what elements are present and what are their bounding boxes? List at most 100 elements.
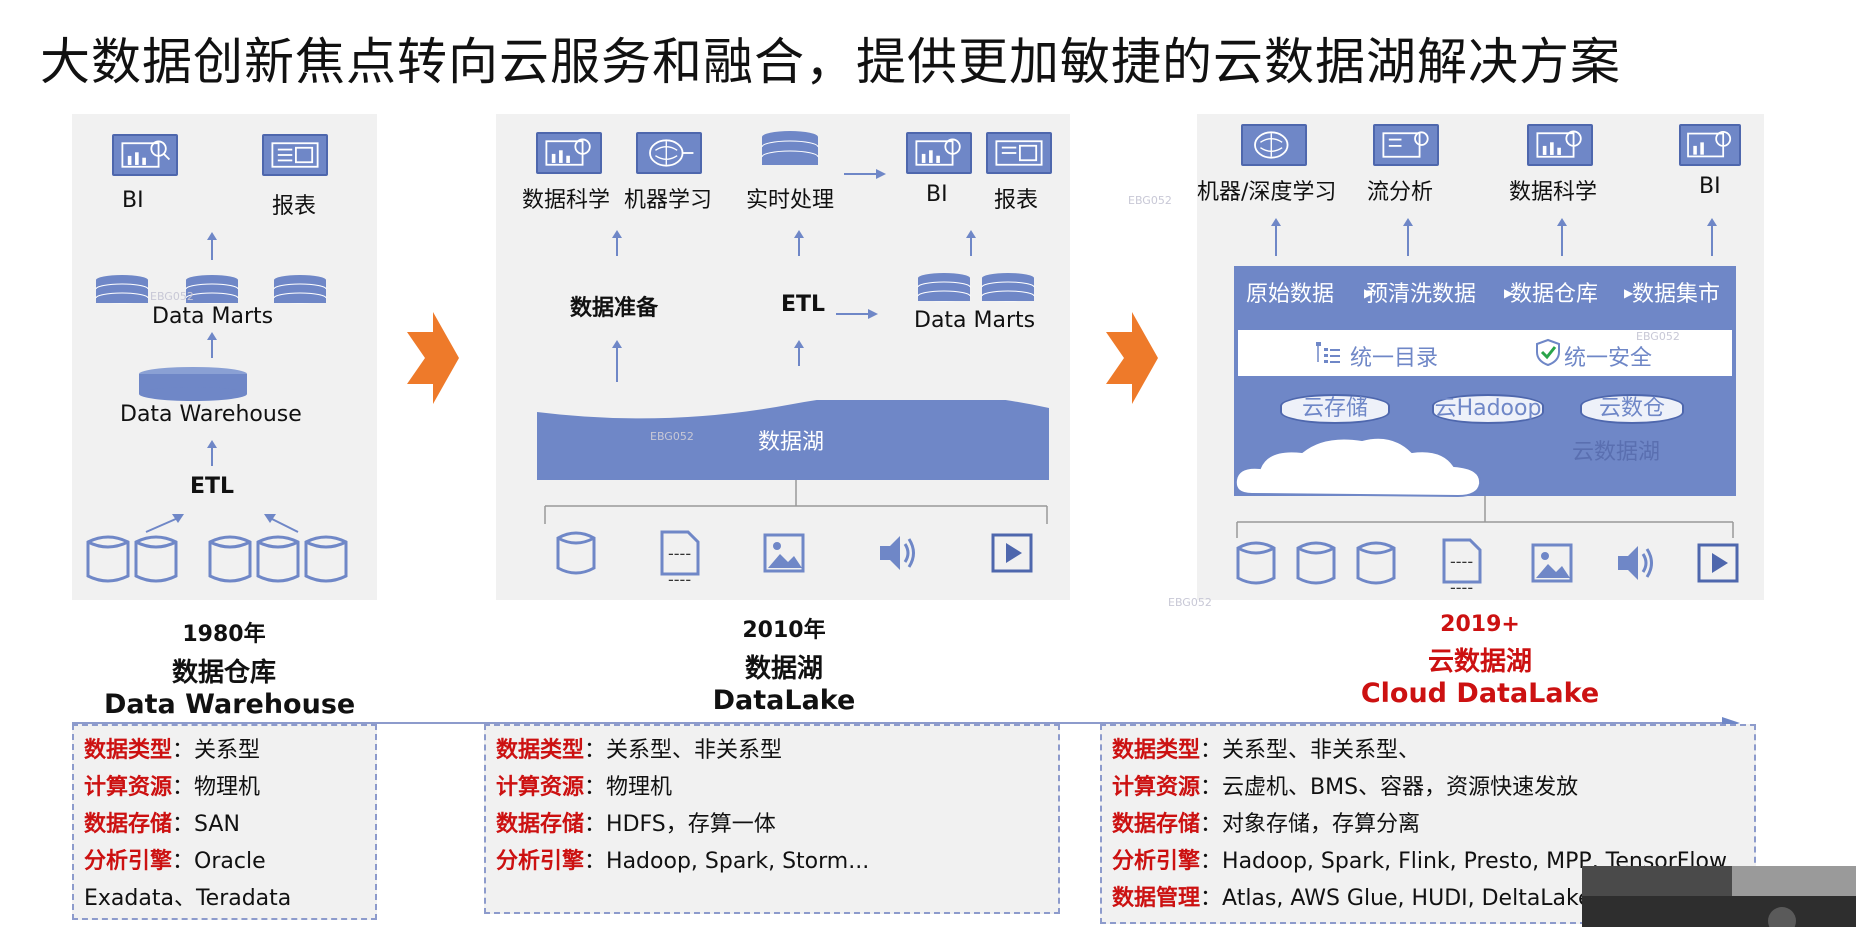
- report-label: 报表: [994, 188, 1039, 213]
- data-prep-label: 数据准备: [570, 296, 659, 321]
- cloud-data-lake-label: 云数据湖: [1572, 440, 1661, 465]
- arrow-up-icon: [207, 440, 217, 466]
- era-year: 2019+: [1440, 612, 1520, 637]
- image-icon: [762, 530, 806, 576]
- info-box-data-warehouse: 数据类型：关系型 计算资源：物理机 数据存储：SAN 分析引擎：Oracle E…: [72, 724, 377, 920]
- doc-dashes: ----: [668, 544, 692, 563]
- shield-check-icon: [1534, 338, 1562, 367]
- image-icon: [1530, 540, 1574, 586]
- cloud-dw-pill: 云数仓: [1580, 394, 1684, 424]
- info-row: 分析引擎：Oracle: [84, 849, 266, 874]
- data-marts-label: Data Marts: [914, 308, 1036, 333]
- era-english: DataLake: [712, 685, 856, 716]
- arrow-up-icon: [1271, 218, 1281, 256]
- info-row-extra: Exadata、Teradata: [84, 886, 292, 911]
- flow-raw-data: 原始数据: [1246, 282, 1335, 307]
- panel-data-warehouse: BI 报表 Data Marts Data Warehouse ETL: [72, 114, 377, 600]
- catalog-security-bar: 统一目录 统一安全: [1236, 328, 1734, 378]
- cloud-data-lake-box: 原始数据 ▶ 预清洗数据 ▶ 数据仓库 ▶ 数据集市 统一目录 统一安全 云存储…: [1234, 266, 1736, 498]
- cloud-storage-pill: 云存储: [1280, 394, 1390, 424]
- document-icon: [1440, 538, 1484, 584]
- data-science-icon: [1527, 124, 1593, 166]
- arrow-right-icon: [836, 304, 878, 319]
- data-lake-label: 数据湖: [758, 430, 825, 455]
- era-name: 数据仓库: [171, 658, 276, 688]
- data-lake-shape: [537, 400, 1049, 480]
- document-icon: [658, 530, 702, 576]
- info-row: 数据管理：Atlas, AWS Glue, HUDI, DeltaLake: [1112, 886, 1592, 911]
- watermark: EBG052: [1636, 330, 1680, 343]
- info-row: 数据存储：对象存储，存算分离: [1112, 812, 1421, 837]
- era-name: 数据湖: [744, 654, 823, 684]
- info-row: 计算资源：物理机: [84, 775, 261, 800]
- bi-label: BI: [122, 188, 144, 213]
- data-flow-row: 原始数据 ▶ 预清洗数据 ▶ 数据仓库 ▶ 数据集市: [1234, 276, 1736, 314]
- brain-icon: [636, 132, 702, 174]
- arrow-up-icon: [207, 232, 217, 260]
- etl-label: ETL: [190, 474, 235, 499]
- bi-label: BI: [1699, 174, 1721, 199]
- ml-dl-label: 机器/深度学习: [1197, 180, 1337, 205]
- watermark: EBG052: [150, 290, 194, 303]
- arrow-right-icon: [844, 164, 886, 179]
- info-row: 数据存储：SAN: [84, 812, 240, 837]
- machine-learning-label: 机器学习: [624, 188, 713, 213]
- data-science-label: 数据科学: [522, 188, 611, 213]
- flow-cleaned-data: 预清洗数据: [1366, 282, 1477, 307]
- arrow-up-icon: [1557, 218, 1567, 256]
- catalog-list-icon: [1314, 340, 1342, 366]
- cloud-branch-lines: [1235, 496, 1735, 542]
- source-db-row: [84, 534, 364, 584]
- flow-arrow-icon: ▶: [1364, 286, 1374, 300]
- arrow-up-icon: [1707, 218, 1717, 256]
- arrow-up-icon: [1403, 218, 1413, 256]
- datamart-db-icon: [272, 274, 328, 308]
- video-play-icon: [1696, 540, 1740, 586]
- datamart-db-icon: [980, 272, 1036, 306]
- watermark: EBG052: [1168, 596, 1212, 609]
- etl-label: ETL: [781, 292, 826, 317]
- orange-arrow-icon: [407, 312, 459, 404]
- data-warehouse-icon: [138, 366, 248, 402]
- doc-dashes: ----: [1450, 578, 1474, 597]
- era-1980: 1980年 数据仓库 Data Warehouse: [104, 616, 355, 720]
- arrow-up-icon: [794, 340, 804, 366]
- unified-catalog-label: 统一目录: [1350, 346, 1439, 371]
- orange-arrow-icon: [1106, 312, 1158, 404]
- audio-icon: [874, 530, 918, 576]
- datamart-db-icon: [94, 274, 150, 308]
- data-marts-label: Data Marts: [152, 304, 274, 329]
- doc-dashes: ----: [668, 570, 692, 589]
- presenter-video-thumbnail: [1582, 866, 1856, 927]
- stream-report-icon: [1373, 124, 1439, 166]
- info-row: 分析引擎：Hadoop, Spark, Storm...: [496, 849, 870, 874]
- flow-data-warehouse: 数据仓库: [1510, 282, 1599, 307]
- cloud-icon: [1232, 430, 1484, 502]
- arrow-up-icon: [794, 230, 804, 256]
- merge-arrows-icon: [142, 504, 302, 534]
- brain-icon: [1241, 124, 1307, 166]
- audio-icon: [1612, 540, 1656, 586]
- unified-security-label: 统一安全: [1564, 346, 1653, 371]
- slide-title: 大数据创新焦点转向云服务和融合，提供更加敏捷的云数据湖解决方案: [40, 33, 1621, 91]
- data-warehouse-label: Data Warehouse: [120, 402, 302, 427]
- era-name: 云数据湖: [1427, 647, 1532, 677]
- arrow-up-icon: [207, 332, 217, 358]
- arrow-up-icon: [612, 340, 622, 382]
- realtime-db-icon: [760, 130, 820, 172]
- datamart-db-icon: [916, 272, 972, 306]
- panel-data-lake: 数据科学 机器学习 实时处理 BI 报表 数据准备 ETL Data Marts: [496, 114, 1070, 600]
- era-year: 1980年: [182, 622, 266, 647]
- data-science-icon: [536, 132, 602, 174]
- doc-dashes: ----: [1450, 552, 1474, 571]
- datamart-db-icon: [184, 274, 240, 308]
- report-icon: [262, 134, 328, 176]
- database-icon: [1354, 540, 1398, 586]
- bi-label: BI: [926, 182, 948, 207]
- flow-arrow-icon: ▶: [1624, 286, 1634, 300]
- era-year: 2010年: [742, 618, 826, 643]
- report-icon: [986, 132, 1052, 174]
- data-science-label: 数据科学: [1509, 180, 1598, 205]
- realtime-label: 实时处理: [746, 188, 835, 213]
- video-play-icon: [990, 530, 1034, 576]
